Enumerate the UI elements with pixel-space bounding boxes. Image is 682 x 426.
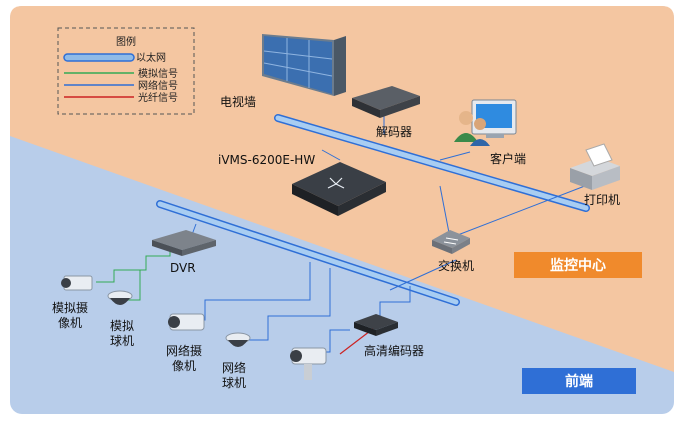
decoder-icon	[352, 86, 420, 118]
decoder-label: 解码器	[376, 125, 412, 139]
ip-dome-label-1: 网络	[222, 360, 246, 375]
legend-ethernet-swatch	[63, 53, 135, 62]
hd-encoder-icon	[354, 314, 398, 336]
legend-ethernet-label: 以太网	[136, 51, 166, 64]
hd-encoder-label: 高清编码器	[364, 343, 424, 358]
legend-title: 图例	[116, 35, 136, 48]
analog-dome-icon	[107, 290, 133, 305]
tv-wall-icon	[262, 34, 346, 96]
analog-camera-label-1: 模拟摄	[52, 300, 88, 315]
legend-box	[57, 27, 195, 115]
analog-dome-label-1: 模拟	[110, 319, 134, 333]
ip-dome-icon	[225, 332, 251, 347]
ip-dome-label-2: 球机	[222, 376, 246, 390]
ip-camera-label-1: 网络摄	[166, 343, 202, 358]
legend: 图例 以太网 模拟信号 网络信号 光纤信号	[57, 27, 195, 115]
front-zone-badge: 前端	[522, 368, 636, 394]
front-zone-label: 前端	[565, 373, 593, 390]
ip-camera-label-2: 像机	[172, 359, 196, 373]
analog-dome-label-2: 球机	[110, 334, 134, 348]
client-icon	[454, 99, 517, 146]
tv-wall-label: 电视墙	[220, 94, 256, 109]
ivms-server-icon	[292, 162, 386, 216]
ivms-label: iVMS-6200E-HW	[218, 153, 315, 167]
analog-camera-icon	[61, 275, 93, 291]
dvr-label: DVR	[170, 261, 196, 275]
legend-fiber-label: 光纤信号	[138, 91, 178, 104]
dvr-icon	[152, 230, 216, 256]
printer-label: 打印机	[584, 193, 620, 207]
ip-camera-icon	[168, 313, 205, 331]
analog-camera-label-2: 像机	[58, 316, 82, 330]
printer-icon	[570, 143, 620, 190]
switch-label: 交换机	[438, 258, 474, 273]
center-zone-label: 监控中心	[550, 257, 606, 274]
client-label: 客户端	[490, 151, 526, 166]
hd-camera-icon	[290, 347, 327, 380]
switch-icon	[432, 230, 470, 254]
legend-network-label: 网络信号	[138, 79, 178, 92]
legend-analog-label: 模拟信号	[138, 67, 178, 80]
center-zone-badge: 监控中心	[514, 252, 642, 278]
